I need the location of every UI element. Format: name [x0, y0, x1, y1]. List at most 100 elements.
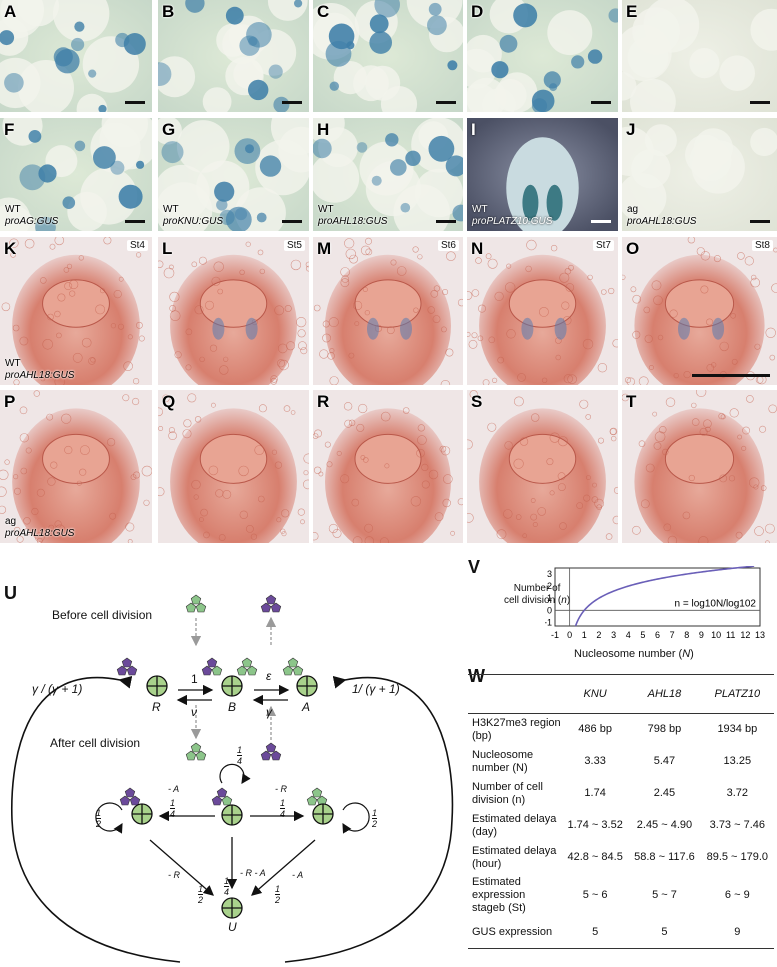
y-tick-label: 1 [547, 593, 552, 603]
reporter-label: proAHL18:GUS [5, 528, 75, 539]
table-cell: 3.33 [584, 755, 606, 767]
col-ahl18: AHL18 [628, 674, 701, 714]
table-corner [468, 674, 562, 714]
after-label: After cell division [50, 736, 141, 750]
x-tick-label: 5 [640, 630, 645, 640]
rate-minus-r: - R [275, 784, 287, 794]
panel-letter: H [317, 120, 330, 139]
table-cell: 1934 bp [717, 723, 758, 736]
panel-s: S [467, 390, 618, 543]
panel-letter: R [317, 392, 330, 411]
table-cell: 1.74 ~ 3.52 [567, 819, 623, 831]
rate-minus-r-a: - R - A [240, 868, 266, 878]
panel-letter: S [471, 392, 483, 411]
rate-eps: ε [266, 669, 272, 683]
state-b: B [228, 700, 237, 714]
x-tick-label: 1 [582, 630, 587, 640]
col-knu: KNU [562, 674, 629, 714]
table-cell: 13.25 [723, 755, 752, 767]
x-tick-label: 8 [684, 630, 689, 640]
panel-letter: N [471, 239, 484, 258]
rate-minus-a-low: - A [292, 870, 304, 880]
scale-bar [591, 101, 611, 104]
row-label: Number of cell division (n) [472, 780, 543, 806]
row-label: Estimated delaya (hour) [472, 844, 557, 870]
chart-xlabel: Nucleosome number (N) [574, 648, 694, 660]
panel-letter: T [626, 392, 637, 411]
genotype-label: WT [318, 204, 334, 215]
rate-minus-a: - A [168, 784, 180, 794]
left-rate-label: γ / (γ + 1) [32, 682, 83, 696]
table-cell: 9 [700, 916, 774, 949]
panel-letter: B [162, 2, 175, 21]
panel-letter: O [626, 239, 640, 258]
reporter-label: proAHL18:GUS [318, 216, 388, 227]
table-cell: 798 bp [647, 723, 682, 736]
table-cell: 89.5 ~ 179.0 [706, 851, 769, 863]
stage-label: St8 [751, 240, 773, 251]
table-cell: 42.8 ~ 84.5 [567, 851, 623, 863]
panel-letter-v: V [468, 557, 481, 577]
panel-letter-u: U [4, 583, 17, 603]
reporter-label: proPLATZ10:GUS [472, 216, 553, 227]
genotype-label: WT [5, 358, 21, 369]
x-tick-label: 2 [596, 630, 601, 640]
panel-c: C [313, 0, 463, 112]
table-cell: 5 ~ 6 [582, 888, 608, 901]
panel-letter: K [4, 239, 17, 258]
y-tick-label: 0 [547, 605, 552, 615]
panel-letter: P [4, 392, 16, 411]
scale-bar [750, 101, 770, 104]
reporter-label: proAHL18:GUS [5, 370, 75, 381]
panel-letter: C [317, 2, 330, 21]
panel-a: A [0, 0, 152, 112]
scale-bar [436, 220, 456, 223]
scale-bar [591, 220, 611, 223]
table-cell: 1.74 [584, 787, 606, 799]
state-a: A [302, 700, 311, 714]
table-cell: 3.72 [726, 787, 749, 799]
rate-gamma: γ [266, 705, 272, 719]
table-cell: 2.45 ~ 4.90 [636, 819, 693, 831]
col-platz10: PLATZ10 [700, 674, 774, 714]
scale-bar [282, 220, 302, 223]
x-tick-label: 11 [726, 630, 735, 640]
genotype-label: WT [163, 204, 179, 215]
stage-label: St6 [437, 240, 459, 251]
equation-label: n = log10N/log102 [675, 599, 757, 610]
y-tick-label: 3 [547, 569, 552, 579]
x-tick-label: 10 [711, 630, 721, 640]
table-cell: 58.8 ~ 117.6 [634, 851, 695, 863]
right-rate-label: 1/ (γ + 1) [352, 682, 400, 696]
table-cell: 3.73 ~ 7.46 [709, 819, 765, 831]
state-diagram [10, 590, 454, 963]
x-tick-label: 6 [655, 630, 660, 640]
x-tick-label: 9 [699, 630, 704, 640]
genotype-label: ag [627, 204, 639, 215]
before-label: Before cell division [52, 608, 153, 622]
table-cell: 5.47 [653, 755, 676, 767]
scale-bar [125, 220, 145, 223]
panel-letter: A [4, 2, 17, 21]
table-cell: 2.45 [653, 787, 676, 799]
